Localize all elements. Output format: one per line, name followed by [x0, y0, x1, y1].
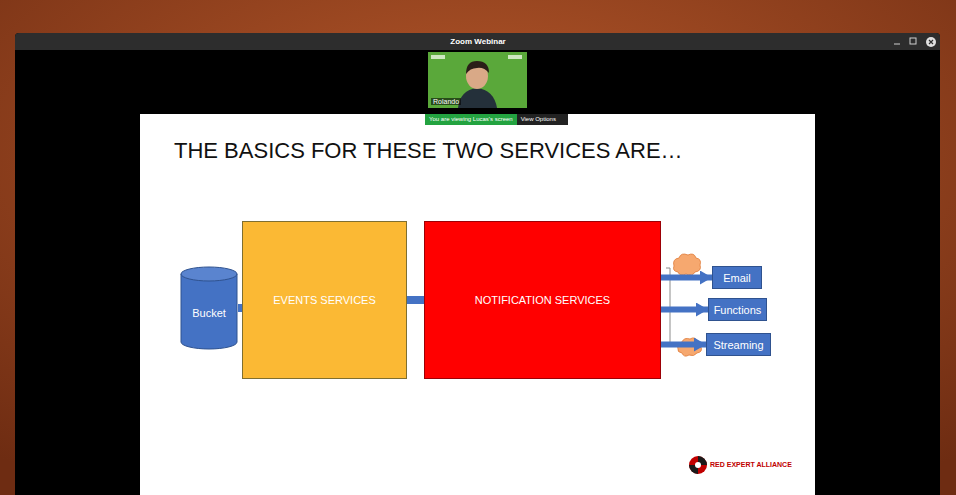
title-bar — [15, 33, 940, 50]
node-text: Bucket — [192, 307, 226, 319]
node-text: Functions — [714, 304, 762, 316]
participant-name: Rolando — [431, 98, 461, 105]
node-text: Email — [723, 272, 751, 284]
video-tile — [428, 52, 527, 108]
sharing-notice: You are viewing Lucas's screen — [425, 114, 517, 125]
logo-text: RED EXPERT ALLIANCE — [710, 461, 792, 468]
storage-cylinder: Bucket — [180, 266, 238, 350]
window-controls — [894, 37, 936, 47]
node-text: EVENTS SERVICES — [273, 294, 376, 306]
target-box: Streaming — [706, 333, 771, 356]
service-box: EVENTS SERVICES — [242, 221, 407, 379]
target-box: Email — [712, 266, 762, 289]
view-options-button: View Options — [517, 114, 568, 125]
cloud-shapes — [674, 254, 702, 356]
connector-bar — [407, 296, 424, 304]
logo-icon — [689, 456, 707, 474]
block-arrow — [661, 342, 706, 348]
block-arrow — [661, 307, 708, 313]
block-arrow — [661, 275, 712, 281]
target-box: Functions — [708, 298, 767, 321]
share-bar: You are viewing Lucas's screenView Optio… — [425, 114, 568, 125]
node-text: NOTIFICATION SERVICES — [475, 294, 610, 306]
service-box: NOTIFICATION SERVICES — [424, 221, 661, 379]
slide-background — [140, 114, 815, 495]
window-body — [15, 33, 940, 495]
window-title: Zoom Webinar — [450, 37, 505, 46]
slide-title: THE BASICS FOR THESE TWO SERVICES ARE… — [174, 138, 683, 164]
node-text: Streaming — [713, 339, 763, 351]
